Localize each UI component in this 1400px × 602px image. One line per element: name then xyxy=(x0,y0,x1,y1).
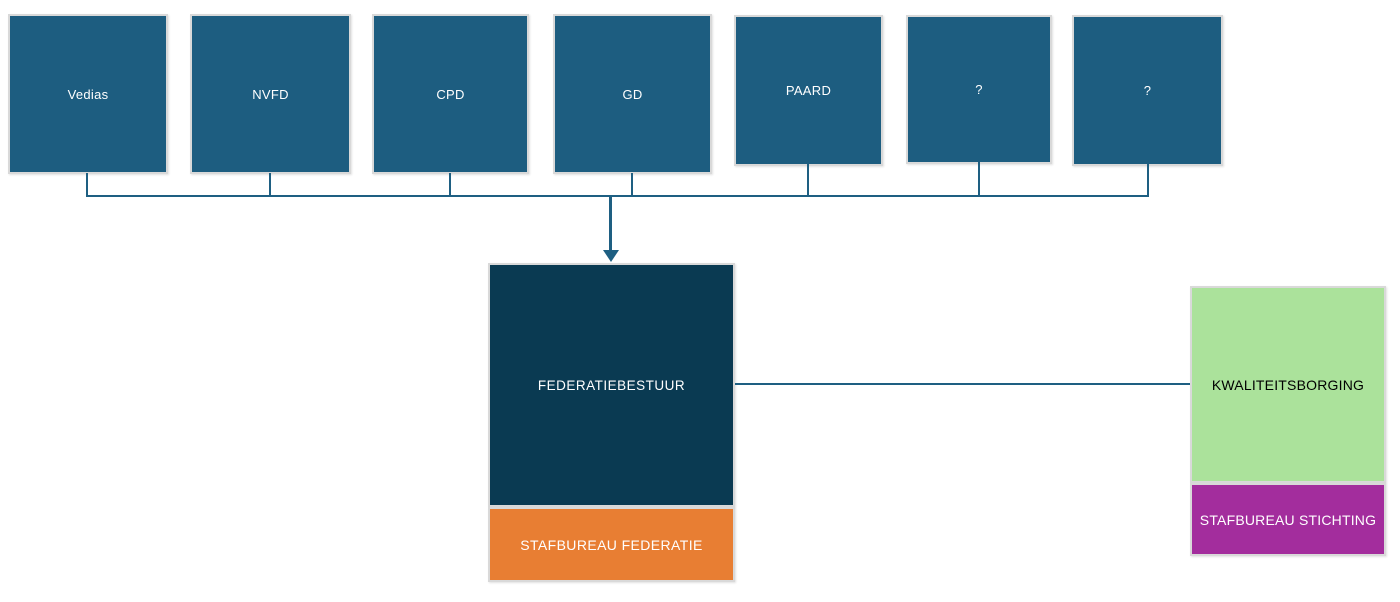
org-box-label: Vedias xyxy=(67,86,109,102)
org-box-label: ? xyxy=(1143,83,1152,98)
org-box-cpd: CPD xyxy=(372,14,529,174)
org-box-label: CPD xyxy=(436,86,465,102)
connector-stub-nvfd xyxy=(269,173,271,197)
org-box-label: PAARD xyxy=(785,83,832,98)
stafbureau-federatie-box: STAFBUREAU FEDERATIE xyxy=(488,507,735,582)
connector-stub-unknown-1 xyxy=(978,162,980,197)
org-box-unknown-2: ? xyxy=(1072,15,1223,166)
connector-trunk-line xyxy=(609,195,612,251)
connector-stub-vedias xyxy=(86,173,88,197)
org-box-paard: PAARD xyxy=(734,15,883,166)
org-box-unknown-1: ? xyxy=(906,15,1052,164)
org-box-label: NVFD xyxy=(252,86,289,102)
kwaliteitsborging-label: KWALITEITSBORGING xyxy=(1211,376,1365,393)
org-box-gd: GD xyxy=(553,14,712,174)
federatiebestuur-box: FEDERATIEBESTUUR xyxy=(488,263,735,507)
org-box-label: ? xyxy=(975,82,983,97)
kwaliteitsborging-box: KWALITEITSBORGING xyxy=(1190,286,1386,483)
org-box-vedias: Vedias xyxy=(8,14,168,174)
org-box-label: GD xyxy=(622,86,643,102)
connector-stub-unknown-2 xyxy=(1147,164,1149,197)
connector-stub-gd xyxy=(631,173,633,197)
org-box-nvfd: NVFD xyxy=(190,14,351,174)
connector-stub-paard xyxy=(807,164,809,197)
connector-bus-line xyxy=(86,195,1149,197)
connector-board-quality-line xyxy=(735,383,1190,385)
arrow-down-icon xyxy=(603,250,619,262)
federatiebestuur-label: FEDERATIEBESTUUR xyxy=(537,377,686,393)
stafbureau-federatie-label: STAFBUREAU FEDERATIE xyxy=(520,536,703,553)
connector-stub-cpd xyxy=(449,173,451,197)
stafbureau-stichting-label: STAFBUREAU STICHTING xyxy=(1199,511,1377,528)
stafbureau-stichting-box: STAFBUREAU STICHTING xyxy=(1190,483,1386,556)
